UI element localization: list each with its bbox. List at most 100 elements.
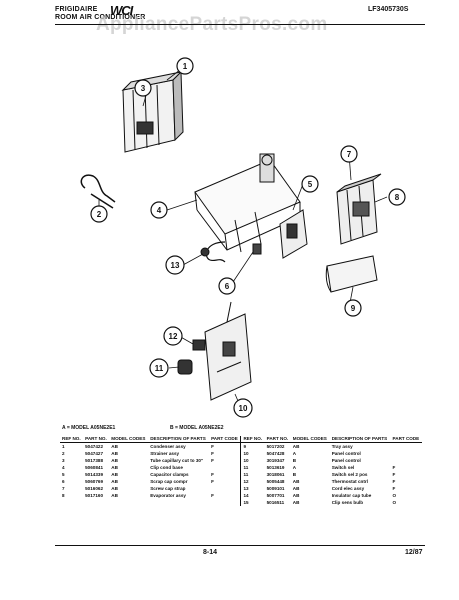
cell-model: AB: [111, 444, 118, 449]
cell-ref: 10: [240, 457, 265, 464]
callout-7: 7: [340, 145, 358, 163]
cell-code: O: [392, 500, 397, 505]
cell-ref: 13: [240, 485, 265, 492]
cell-code: F: [392, 486, 396, 491]
cell-model: A: [292, 451, 297, 456]
control-panel-drawing: [204, 301, 252, 401]
cell-code: F: [392, 465, 396, 470]
exploded-diagram: 1 2 3 4 5 6 7 8 9 10 11 12 13: [80, 57, 406, 418]
cell-part: 5047427: [85, 451, 104, 456]
cell-part: 5017388: [85, 458, 104, 463]
cell-part: 5005448: [266, 479, 285, 484]
callout-9: 9: [344, 299, 362, 317]
cell-ref: 15: [240, 499, 265, 506]
cell-ref: 12: [240, 478, 265, 485]
header-rule: [55, 24, 425, 25]
cell-desc: Strainer assy: [150, 451, 180, 456]
cell-code: [209, 464, 241, 471]
cell-model: B: [292, 458, 297, 463]
cell-desc: Insulator cap tube: [331, 493, 372, 498]
cell-desc: Cord elec assy: [331, 486, 365, 491]
callout-10: 10: [233, 398, 253, 418]
cell-ref: 14: [240, 492, 265, 499]
cell-model: AB: [111, 486, 118, 491]
cell-desc: Scrap cap compr: [150, 479, 188, 484]
cell-model: AB: [292, 486, 300, 491]
cell-desc: Capacitor clamps: [150, 472, 189, 477]
callout-6: 6: [218, 277, 236, 295]
cell-ref: 3: [62, 458, 65, 463]
cell-desc: Screw cap strap: [150, 486, 186, 491]
cell-code: F: [211, 472, 214, 477]
svg-text:13: 13: [171, 261, 180, 270]
svg-text:5: 5: [308, 180, 313, 189]
cell-part: 3018061: [266, 472, 285, 477]
cell-code: F: [211, 458, 214, 463]
cell-ref: 2: [62, 451, 65, 456]
condenser-coil-drawing: [121, 70, 184, 153]
header-part: PART NO.: [83, 436, 110, 443]
callout-11: 11: [149, 358, 169, 378]
cell-code: [209, 485, 241, 492]
cell-code: F: [211, 479, 214, 484]
callout-3: 3: [134, 79, 152, 97]
cell-code: F: [211, 451, 214, 456]
footer-rule: [55, 545, 425, 546]
callout-8: 8: [388, 188, 406, 206]
svg-text:3: 3: [141, 84, 146, 93]
cell-part: 5009101: [266, 486, 285, 491]
cell-desc: Panel control: [331, 451, 361, 456]
cell-part: 5017160: [85, 493, 104, 498]
cell-desc: Evaporator assy: [150, 493, 186, 498]
cell-model: A: [292, 465, 297, 470]
parts-table-header: REF NO. PART NO. MODEL CODES DESCRIPTION…: [60, 436, 422, 443]
svg-text:11: 11: [155, 364, 164, 373]
cell-part: 5016511: [266, 500, 285, 505]
wci-logo: WCI: [110, 3, 133, 18]
cell-desc: Switch sel: [331, 465, 355, 470]
svg-text:12: 12: [169, 332, 178, 341]
svg-text:6: 6: [225, 282, 230, 291]
cell-desc: Thermostat cntrl: [331, 479, 368, 484]
cell-model: B: [292, 472, 297, 477]
cell-code: [209, 499, 241, 506]
cell-ref: 6: [62, 479, 65, 484]
cell-desc: Tray assy: [331, 444, 353, 449]
cell-ref: 8: [62, 493, 65, 498]
cell-code: [391, 457, 422, 464]
cell-desc: Tube capillary cut to 30": [150, 458, 204, 463]
cell-model: AB: [292, 493, 300, 498]
cell-part: 5007701: [266, 493, 285, 498]
cell-desc: Switch sel 2 pos: [331, 472, 368, 477]
callout-12: 12: [163, 326, 183, 346]
cell-part: 5060841: [85, 465, 104, 470]
callout-13: 13: [165, 255, 185, 275]
cell-desc: [148, 499, 209, 506]
cell-code: F: [211, 444, 214, 449]
cell-desc: Condenser assy: [150, 444, 186, 449]
cell-desc: Clip sens bulb: [331, 500, 364, 505]
cell-part: 5060769: [85, 479, 104, 484]
cell-desc: Panel control: [331, 458, 361, 463]
cell-part: 5016062: [85, 486, 104, 491]
cell-code: F: [392, 472, 396, 477]
cell-ref: 7: [62, 486, 65, 491]
cell-part: 5047422: [85, 444, 104, 449]
model-a-legend: A = MODEL A05NE2E1: [62, 425, 116, 431]
callout-4: 4: [150, 201, 168, 219]
svg-text:7: 7: [347, 150, 352, 159]
callout-2: 2: [90, 205, 108, 223]
cell-code: [391, 443, 422, 451]
cell-model: [109, 499, 148, 506]
footer-date: 12/87: [405, 549, 423, 556]
cell-ref: 9: [240, 442, 265, 450]
cell-model: AB: [292, 444, 300, 449]
